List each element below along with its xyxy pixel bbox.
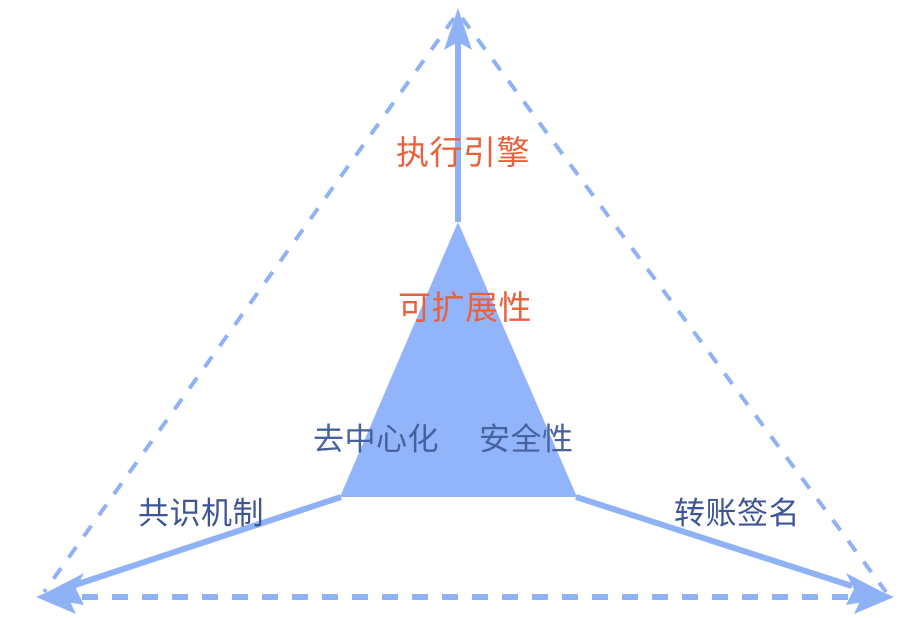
- label-execution-engine: 执行引擎: [396, 134, 530, 171]
- label-decentralization: 去中心化: [313, 422, 439, 457]
- left-axis-arrow: [71, 494, 342, 589]
- left-axis-arrowhead: [38, 573, 84, 605]
- vertical-axis-arrowhead: [444, 8, 472, 50]
- label-security: 安全性: [479, 422, 574, 457]
- label-scalability: 可扩展性: [398, 289, 532, 326]
- right-axis-arrow: [575, 494, 853, 589]
- label-consensus-mechanism: 共识机制: [138, 496, 264, 531]
- right-axis-arrowhead: [846, 573, 892, 605]
- inner-solid-triangle: [340, 222, 577, 497]
- label-transfer-signature: 转账签名: [674, 496, 800, 531]
